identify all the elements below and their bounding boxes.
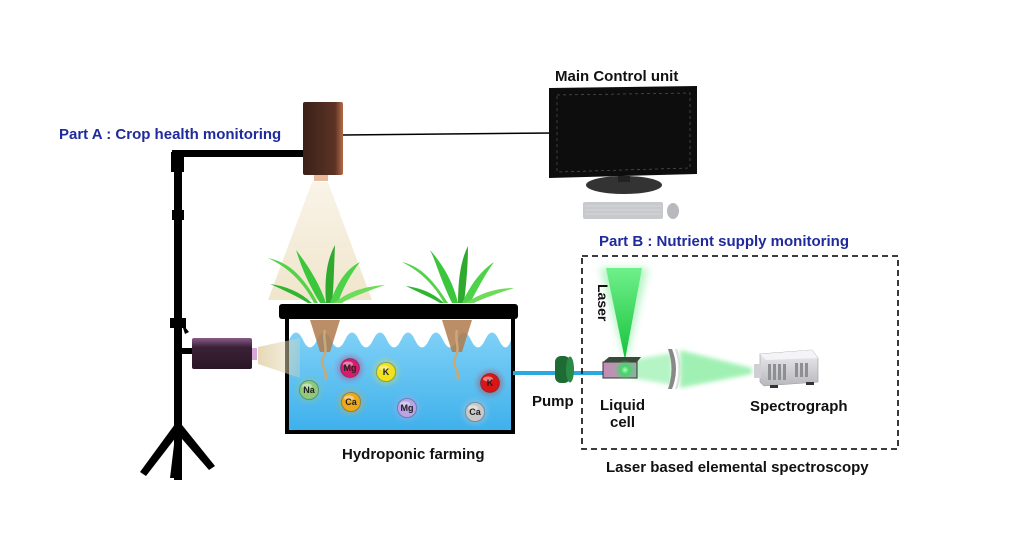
pump-label: Pump	[532, 393, 574, 410]
keyboard-icon	[583, 202, 663, 219]
main-control-label: Main Control unit	[555, 68, 679, 85]
spectrograph-icon	[754, 349, 819, 388]
top-camera	[268, 102, 372, 300]
tripod-stand	[140, 150, 312, 480]
ion-label: Na	[303, 385, 315, 395]
ion-label: Mg	[344, 363, 357, 373]
spectrograph-label: Spectrograph	[750, 398, 848, 415]
ion-label: K	[383, 367, 390, 377]
laser-label: Laser	[595, 284, 611, 322]
ion-label: Ca	[469, 407, 481, 417]
part-b-boundary	[581, 255, 899, 450]
spectroscopy-label: Laser based elemental spectroscopy	[606, 459, 869, 476]
part-b-title: Part B : Nutrient supply monitoring	[599, 233, 849, 250]
ion-k: K	[477, 370, 503, 396]
liquid-cell-label-line1: Liquid	[600, 397, 645, 414]
hydroponic-label: Hydroponic farming	[342, 446, 485, 463]
ion-mg: Mg	[337, 355, 363, 381]
monitor-icon	[549, 86, 697, 194]
side-camera	[192, 338, 300, 378]
liquid-cell-label-line2: cell	[609, 414, 636, 431]
liquid-cell-label: Liquid cell	[600, 397, 645, 431]
ion-ca: Ca	[338, 389, 364, 415]
ion-label: K	[487, 378, 494, 388]
laser-beam	[600, 268, 648, 362]
plant-right	[402, 246, 514, 303]
part-a-title: Part A : Crop health monitoring	[59, 126, 282, 143]
ion-na: Na	[296, 377, 322, 403]
ion-ca: Ca	[462, 399, 488, 425]
pump-icon	[555, 356, 574, 383]
ion-label: Mg	[401, 403, 414, 413]
collection-optics	[632, 348, 752, 390]
ion-label: Ca	[345, 397, 357, 407]
ion-k: K	[373, 359, 399, 385]
ion-mg: Mg	[394, 395, 420, 421]
liquid-cell-icon	[602, 357, 641, 380]
data-cable	[342, 132, 554, 136]
hydroponic-tank	[279, 304, 518, 434]
mouse-icon	[667, 203, 679, 219]
plant-left	[268, 245, 385, 303]
